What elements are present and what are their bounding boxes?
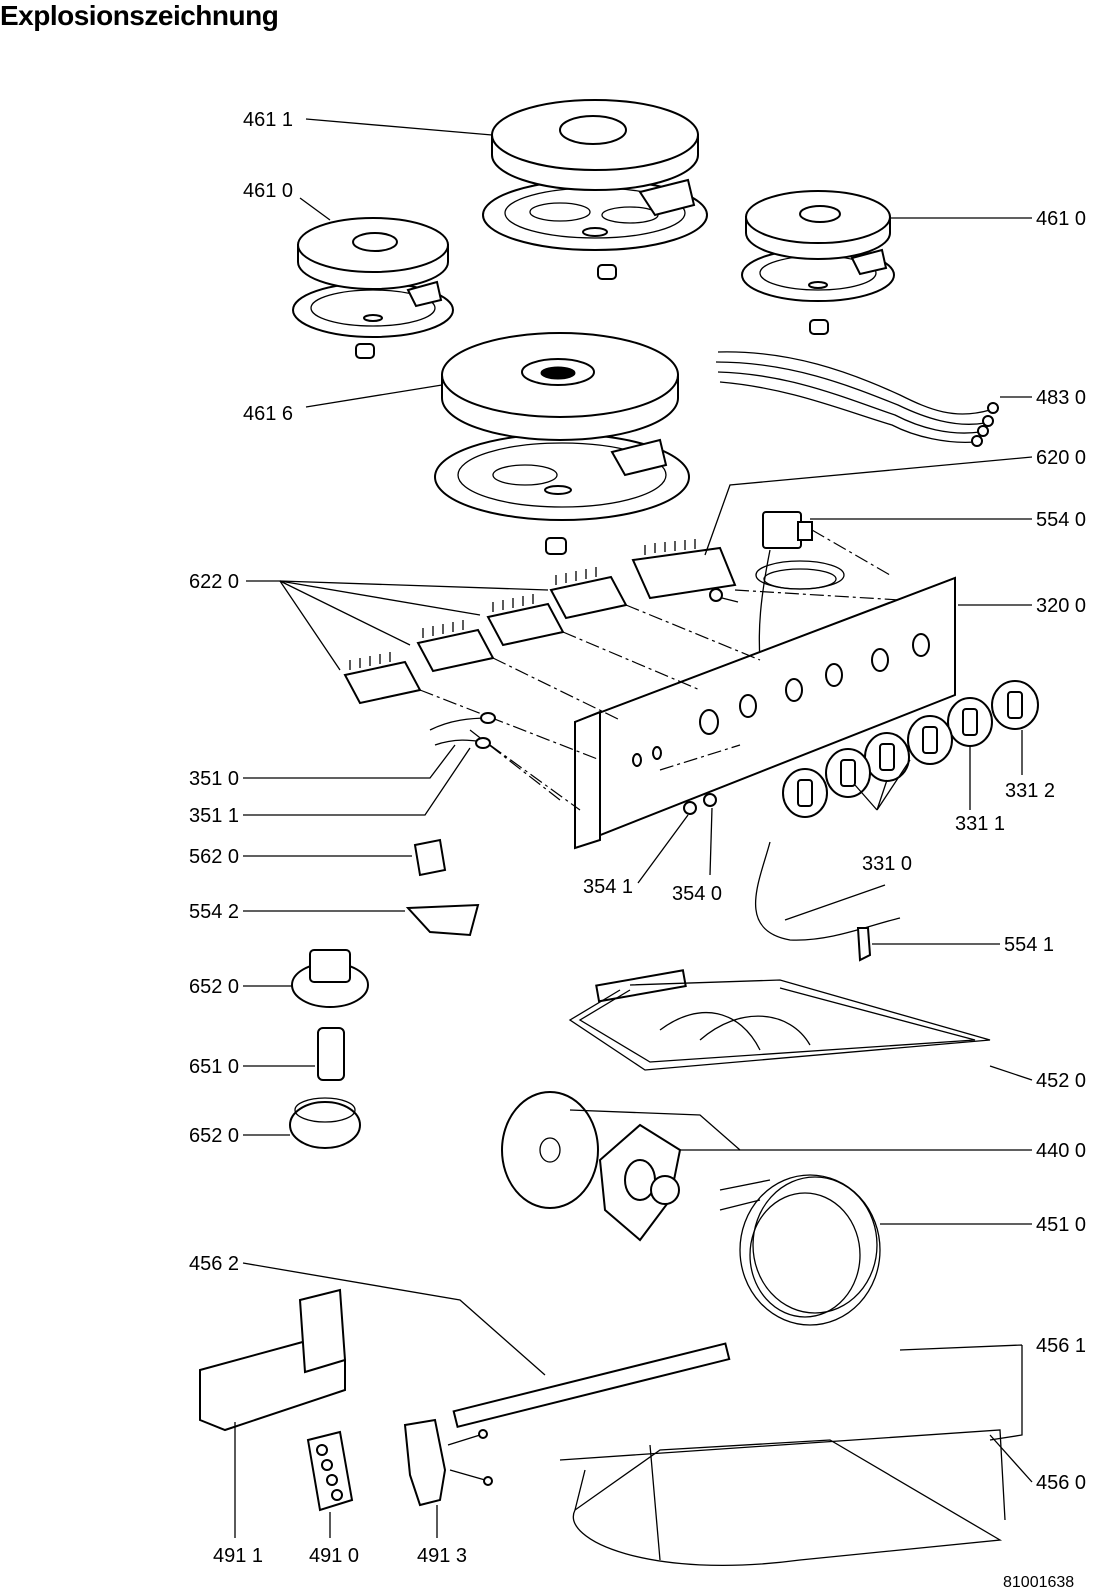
hotplate-4616 <box>434 332 690 555</box>
callout-4562: 456 2 <box>189 1253 239 1275</box>
callout-6220: 622 0 <box>189 571 239 593</box>
heating-element-4520 <box>568 969 991 1071</box>
temperature-probe-5541 <box>754 841 901 962</box>
knobs-331 <box>782 680 1039 818</box>
hotplate-4610-right <box>741 190 895 335</box>
lower-element-456 <box>452 1342 1006 1567</box>
callout-6200: 620 0 <box>1036 447 1086 469</box>
callout-3312: 331 2 <box>1005 780 1055 802</box>
callout-3510: 351 0 <box>189 768 239 790</box>
signal-lamp-3541 <box>683 801 697 815</box>
callout-4561: 456 1 <box>1036 1335 1086 1357</box>
wires-351 <box>429 712 496 749</box>
signal-lamp-3540 <box>703 793 717 807</box>
callout-4611: 461 1 <box>243 109 293 131</box>
callout-4610-left: 461 0 <box>243 180 293 202</box>
callout-6510: 651 0 <box>189 1056 239 1078</box>
selector-switch-6200 <box>631 539 739 603</box>
fan-4400 <box>501 1091 682 1242</box>
part-5542 <box>405 903 480 937</box>
clamp-4913 <box>403 1418 493 1507</box>
callout-3310: 331 0 <box>862 853 912 875</box>
callout-4616: 461 6 <box>243 403 293 425</box>
callout-4610-right: 461 0 <box>1036 208 1086 230</box>
callout-5541: 554 1 <box>1004 934 1054 956</box>
hotplate-4611 <box>482 99 708 280</box>
callout-4913: 491 3 <box>417 1545 467 1567</box>
callout-4400: 440 0 <box>1036 1140 1086 1162</box>
callout-4520: 452 0 <box>1036 1070 1086 1092</box>
callout-4910: 491 0 <box>309 1545 359 1567</box>
switches-6220 <box>343 567 628 705</box>
lamp-assembly <box>289 949 369 1149</box>
callout-3200: 320 0 <box>1036 595 1086 617</box>
leader-lines <box>234 118 1033 1538</box>
callout-3541: 354 1 <box>583 876 633 898</box>
circular-element-4510 <box>719 1174 881 1326</box>
drawing-code: 81001638 <box>1003 1574 1074 1591</box>
control-panel-3200 <box>574 576 956 850</box>
thermostat-5540 <box>755 511 845 661</box>
wiring-harness-4830 <box>715 351 999 447</box>
callout-6520-bottom: 652 0 <box>189 1125 239 1147</box>
terminal-block-4910 <box>306 1430 354 1512</box>
bracket-4911 <box>199 1288 347 1432</box>
callout-3540: 354 0 <box>672 883 722 905</box>
callout-3511: 351 1 <box>189 805 239 827</box>
part-5620 <box>413 838 447 877</box>
callout-5540: 554 0 <box>1036 509 1086 531</box>
callout-4911: 491 1 <box>213 1545 263 1567</box>
callout-5620: 562 0 <box>189 846 239 868</box>
callout-4510: 451 0 <box>1036 1214 1086 1236</box>
assembly-lines <box>419 529 901 811</box>
callout-6520-top: 652 0 <box>189 976 239 998</box>
callout-5542: 554 2 <box>189 901 239 923</box>
hotplate-4610-left <box>292 217 454 359</box>
callout-4560: 456 0 <box>1036 1472 1086 1494</box>
page-title: Explosionszeichnung <box>0 0 279 31</box>
callout-3311: 331 1 <box>955 813 1005 835</box>
callout-4830: 483 0 <box>1036 387 1086 409</box>
